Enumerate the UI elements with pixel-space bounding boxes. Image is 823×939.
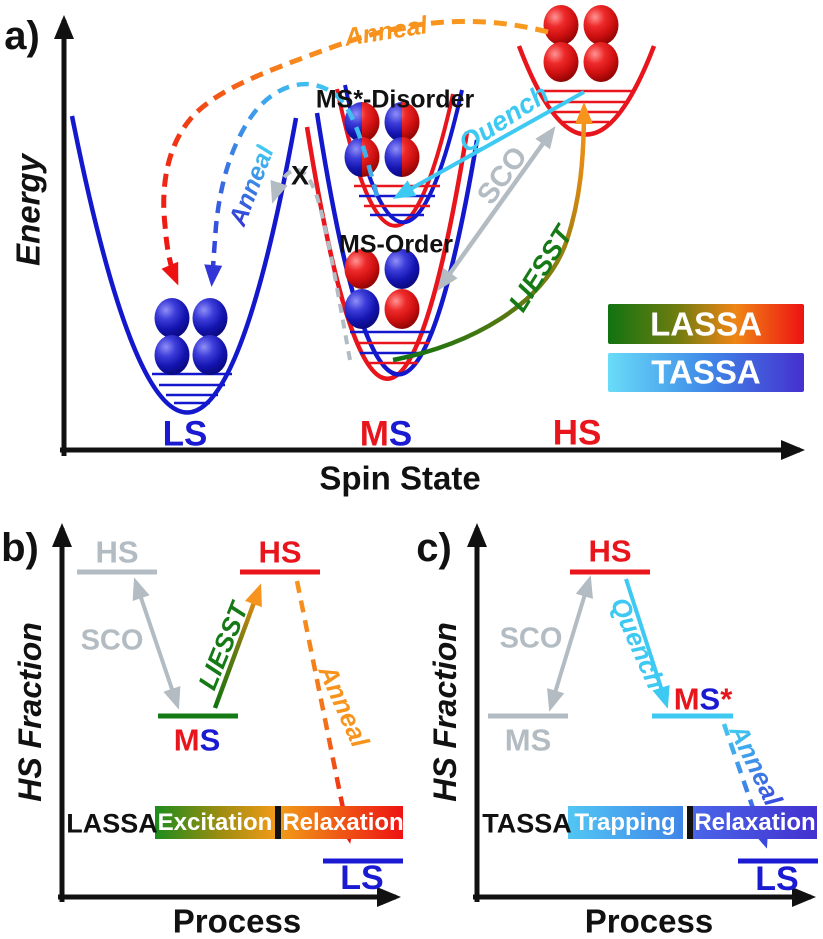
- panel-c-levels: [488, 569, 818, 864]
- lassa-legend-label: LASSA: [650, 305, 762, 343]
- panel-b-levels: [77, 569, 403, 864]
- ls-well-curve: [69, 115, 299, 415]
- ms-star-s: S: [699, 681, 721, 717]
- panel-a-axes: [54, 15, 805, 460]
- ms-order-energy-levels: [350, 330, 434, 365]
- panel-c-label: c): [416, 526, 452, 570]
- panel-b-axes: [52, 523, 401, 907]
- spin-state-axis-title: Spin State: [319, 459, 481, 497]
- trapping-bar: [568, 806, 683, 839]
- ms-disorder-title: MS*-Disorder: [315, 85, 475, 114]
- blocked-path-arrow: [270, 168, 352, 361]
- sco-double-arrow-c: [547, 575, 593, 712]
- lassa-bar-label: LASSA: [66, 808, 158, 839]
- panel-c-arrows: [547, 575, 769, 849]
- process-axis-title-b: Process: [172, 902, 302, 939]
- bar-separator-b: [275, 806, 281, 839]
- liesst-arrow-b: [212, 583, 262, 709]
- ls-label-b: LS: [340, 859, 384, 897]
- hs-label-c: HS: [588, 533, 632, 569]
- ms-label-b: MS: [174, 725, 221, 756]
- ms-state-s: S: [388, 414, 413, 454]
- ls-state-label: LS: [162, 414, 208, 454]
- sco-label-b: SCO: [80, 624, 144, 657]
- tassa-legend-bar: [608, 353, 804, 392]
- hs-spin-balls: [543, 5, 619, 82]
- anneal-ms-ls-arrow: [204, 81, 380, 287]
- panel-c-axes: [467, 523, 816, 907]
- lassa-process-bar: [155, 806, 403, 839]
- hs-gray-label-b: HS: [95, 534, 139, 570]
- hs-red-label-b: HS: [258, 534, 302, 570]
- panel-a-arrows: [161, 18, 593, 363]
- ls-energy-levels: [152, 372, 232, 405]
- ms-star-label-c: MS*: [674, 684, 733, 715]
- ms-label-b-s: S: [199, 722, 221, 758]
- ms-state-label: MS: [360, 417, 413, 452]
- trapping-bar-label: Trapping: [574, 809, 676, 836]
- hs-well-curve: [516, 45, 657, 137]
- energy-axis-title: Energy: [9, 154, 47, 266]
- ms-star-m: M: [673, 681, 700, 717]
- excitation-bar: [155, 806, 275, 839]
- blocked-x-mark: X: [290, 160, 310, 191]
- tassa-bar-label: TASSA: [482, 808, 572, 839]
- panel-a-label: a): [4, 14, 40, 58]
- quench-arrow-c: [624, 578, 670, 709]
- sco-double-arrow: [437, 126, 556, 291]
- relaxation-bar-label-b: Relaxation: [282, 809, 404, 836]
- tassa-process-bar: [568, 806, 817, 839]
- ls-label-c: LS: [755, 860, 799, 898]
- ms-order-title: MS-Order: [339, 230, 453, 259]
- liesst-arrow: [392, 102, 593, 363]
- sco-double-arrow-b: [132, 577, 181, 710]
- hs-fraction-axis-title-c: HS Fraction: [427, 622, 463, 802]
- sco-label-c: SCO: [499, 622, 563, 655]
- relaxation-bar-label-c: Relaxation: [694, 809, 816, 836]
- hs-state-label: HS: [552, 413, 602, 453]
- ms-order-spin-balls: [344, 249, 420, 329]
- anneal-hs-ls-arrow: [161, 18, 549, 286]
- tassa-legend-label: TASSA: [651, 353, 761, 391]
- bar-separator-c: [687, 806, 693, 839]
- hs-fraction-axis-title-b: HS Fraction: [12, 622, 48, 802]
- ls-spin-balls: [154, 298, 228, 375]
- ms-state-m: M: [359, 414, 389, 454]
- ms-gray-label-c: MS: [504, 722, 552, 758]
- panel-b-label: b): [1, 526, 39, 570]
- ms-label-b-m: M: [173, 722, 200, 758]
- lassa-legend-bar: [608, 304, 804, 344]
- ms-star-asterisk: *: [720, 681, 733, 717]
- relaxation-bar-b: [281, 806, 403, 839]
- legend-bars: [608, 304, 804, 392]
- panel-b-arrows: [132, 577, 355, 844]
- anneal-arrow-b: [294, 580, 355, 844]
- relaxation-bar-c: [693, 806, 817, 839]
- process-axis-title-c: Process: [584, 902, 714, 939]
- excitation-bar-label: Excitation: [157, 809, 273, 836]
